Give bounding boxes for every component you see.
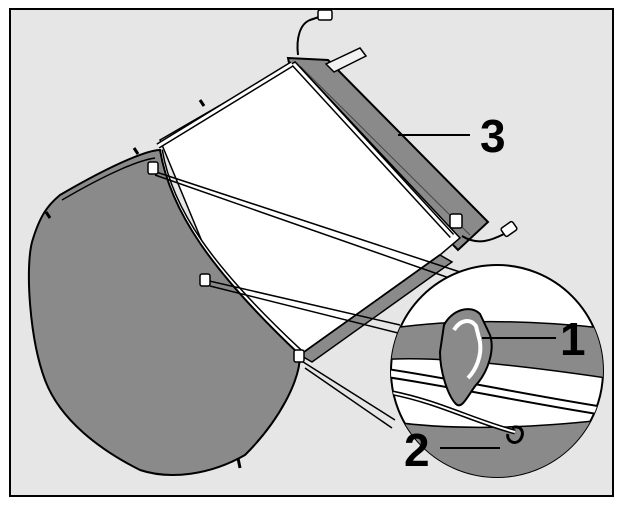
frame-hooks bbox=[147, 161, 463, 363]
cable-top bbox=[296, 9, 333, 56]
zoom-detail bbox=[390, 264, 604, 478]
cable-right bbox=[461, 220, 518, 243]
callout-1: 1 bbox=[560, 313, 586, 365]
callout-2: 2 bbox=[404, 424, 430, 476]
bag-bottom-edge bbox=[298, 254, 454, 363]
leader-lines bbox=[398, 134, 556, 449]
bag-fabric-side bbox=[27, 99, 302, 476]
tension-cords bbox=[149, 169, 461, 429]
callout-3: 3 bbox=[480, 110, 506, 162]
